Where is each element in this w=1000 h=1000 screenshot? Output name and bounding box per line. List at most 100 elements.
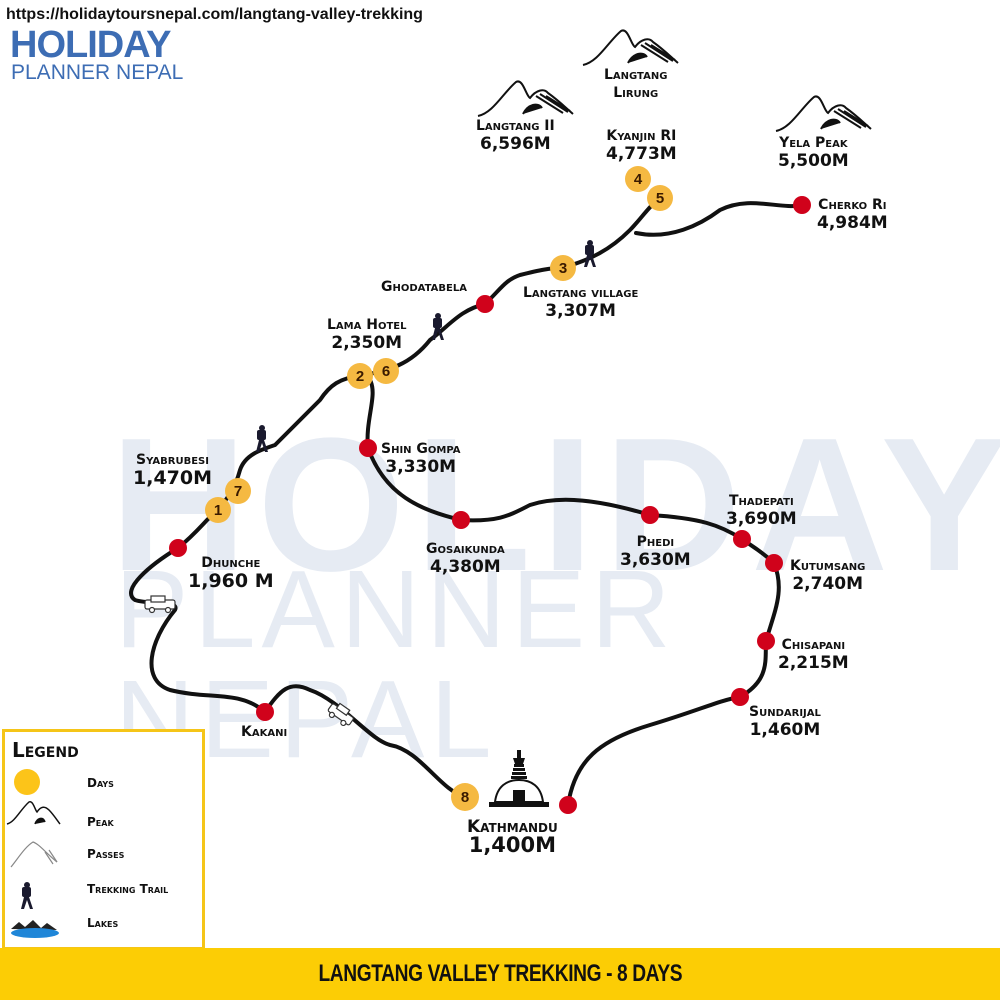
stop-marker-sundarijal xyxy=(731,688,749,706)
peak-name: Kyanjin RI xyxy=(606,128,677,144)
peak-icon xyxy=(775,95,872,132)
peak-icon xyxy=(582,29,679,66)
legend: Legend Days Peak Passes Trekking Trail L… xyxy=(2,729,205,950)
stop-name: Ghodatabela xyxy=(381,279,467,295)
stop-name: Sundarijal xyxy=(749,704,821,720)
jeep-icon xyxy=(144,595,176,614)
legend-icons xyxy=(6,769,61,938)
passes-icon xyxy=(10,841,58,868)
stop-name: Thadepati xyxy=(728,493,794,509)
source-url: https://holidaytoursnepal.com/langtang-v… xyxy=(6,6,423,23)
stop-name: Gosaikunda xyxy=(426,541,505,557)
legend-item-trekking-trail: Trekking Trail xyxy=(87,882,169,896)
peak-icon xyxy=(477,80,574,117)
stop-label-langtang-village: Langtang village 3,307M xyxy=(523,284,638,320)
svg-text:3: 3 xyxy=(559,260,567,277)
svg-text:5: 5 xyxy=(656,190,664,207)
stop-altitude: 3,690M xyxy=(726,509,797,529)
legend-item-passes: Passes xyxy=(87,847,125,861)
stop-name: Lama Hotel xyxy=(327,317,407,333)
logo-holiday: HOLIDAY xyxy=(10,24,172,66)
trekking-trail-icons xyxy=(256,240,596,452)
footer-banner: LANGTANG VALLEY TREKKING - 8 DAYS xyxy=(0,948,1000,1000)
hiker-icon xyxy=(21,882,33,909)
stop-marker-gosaikunda xyxy=(452,511,470,529)
svg-text:2: 2 xyxy=(356,368,364,385)
stupa-icon xyxy=(489,750,549,807)
stop-name: Kathmandu xyxy=(467,817,558,837)
jeep-icon xyxy=(327,702,354,727)
stop-altitude: 3,330M xyxy=(385,457,457,477)
stop-altitude: 1,460M xyxy=(749,720,821,740)
peak-label-yela-peak: Yela Peak 5,500M xyxy=(778,134,849,170)
stop-label-dhunche: Dhunche 1,960 M xyxy=(188,554,274,592)
stop-label-cherko-ri: Cherko Ri 4,984M xyxy=(817,196,888,232)
watermark-line1: HOLIDAY xyxy=(110,399,1000,611)
legend-item-lakes: Lakes xyxy=(87,916,119,930)
stop-name: Syabrubesi xyxy=(136,452,209,468)
stop-altitude: 3,630M xyxy=(620,550,691,570)
stop-altitude: 4,984M xyxy=(817,213,888,233)
stop-name: Shin Gompa xyxy=(381,441,461,457)
hiker-icon xyxy=(256,425,268,452)
peak-icons xyxy=(477,29,872,132)
stop-marker-thadepati xyxy=(733,530,751,548)
stop-name: Cherko Ri xyxy=(818,197,887,213)
stop-label-kathmandu: Kathmandu 1,400M xyxy=(467,817,558,857)
stop-altitude: 4,380M xyxy=(430,557,501,577)
stop-marker-ghodatabela xyxy=(476,295,494,313)
stop-altitude: 1,960 M xyxy=(188,570,274,592)
stop-name: Kutumsang xyxy=(790,558,866,574)
legend-item-days: Days xyxy=(87,776,114,790)
stop-marker-chisapani xyxy=(757,632,775,650)
stop-label-chisapani: Chisapani 2,215M xyxy=(778,636,849,672)
svg-text:6: 6 xyxy=(382,363,390,380)
hiker-icon xyxy=(584,240,596,267)
stop-marker-kutumsang xyxy=(765,554,783,572)
stop-marker-kathmandu xyxy=(559,796,577,814)
stop-label-lama-hotel: Lama Hotel 2,350M xyxy=(327,316,406,352)
stop-label-sundarijal: Sundarijal 1,460M xyxy=(749,703,821,739)
peak-altitude: 5,500M xyxy=(778,151,849,171)
peak-name: Langtang II xyxy=(476,118,555,134)
footer-title: LANGTANG VALLEY TREKKING - 8 DAYS xyxy=(318,960,682,987)
peak-label-kyanjin-ri: Kyanjin RI 4,773M xyxy=(606,127,677,163)
jeep-icons xyxy=(144,595,354,727)
stop-name: Dhunche xyxy=(201,555,261,571)
stop-label-syabrubesi: Syabrubesi 1,470M xyxy=(133,451,213,489)
stop-altitude: 3,307M xyxy=(545,301,616,321)
peak-altitude: 4,773M xyxy=(606,144,677,164)
peak-altitude: 6,596M xyxy=(480,134,551,154)
peak-label-langtang-lirung: Langtang Lirung xyxy=(604,66,667,102)
peak-icon xyxy=(6,801,61,825)
hiker-icon xyxy=(432,313,444,340)
stop-altitude: 2,215M xyxy=(778,653,849,673)
stop-altitude: 2,740M xyxy=(792,574,864,594)
peak-name: Langtang xyxy=(604,67,668,83)
peak-name: Yela Peak xyxy=(779,135,848,151)
legend-title: Legend xyxy=(12,738,79,762)
stop-label-ghodatabela: Ghodatabela xyxy=(381,278,467,296)
stop-marker-shin-gompa xyxy=(359,439,377,457)
stop-markers xyxy=(169,196,811,814)
stop-marker-dhunche xyxy=(169,539,187,557)
day-marker-icon xyxy=(14,769,40,795)
stop-label-shin-gompa: Shin Gompa 3,330M xyxy=(381,440,461,476)
svg-text:4: 4 xyxy=(634,171,643,188)
stop-label-kakani: Kakani xyxy=(241,723,287,741)
stop-label-gosaikunda: Gosaikunda 4,380M xyxy=(426,540,505,576)
lakes-icon xyxy=(11,920,59,938)
stop-marker-cherko-ri xyxy=(793,196,811,214)
stop-altitude: 2,350M xyxy=(331,333,403,353)
stop-name: Phedi xyxy=(636,534,675,550)
stop-label-thadepati: Thadepati 3,690M xyxy=(726,492,797,528)
day-markers: 1 7 2 6 3 4 5 8 xyxy=(205,166,673,811)
svg-text:8: 8 xyxy=(461,789,469,806)
stop-label-kutumsang: Kutumsang 2,740M xyxy=(790,557,865,593)
stop-altitude: 1,470M xyxy=(133,467,213,489)
stop-altitude: 1,400M xyxy=(468,833,557,857)
logo-planner-nepal: PLANNER NEPAL xyxy=(11,61,184,84)
stop-label-phedi: Phedi 3,630M xyxy=(620,533,691,569)
stop-marker-phedi xyxy=(641,506,659,524)
